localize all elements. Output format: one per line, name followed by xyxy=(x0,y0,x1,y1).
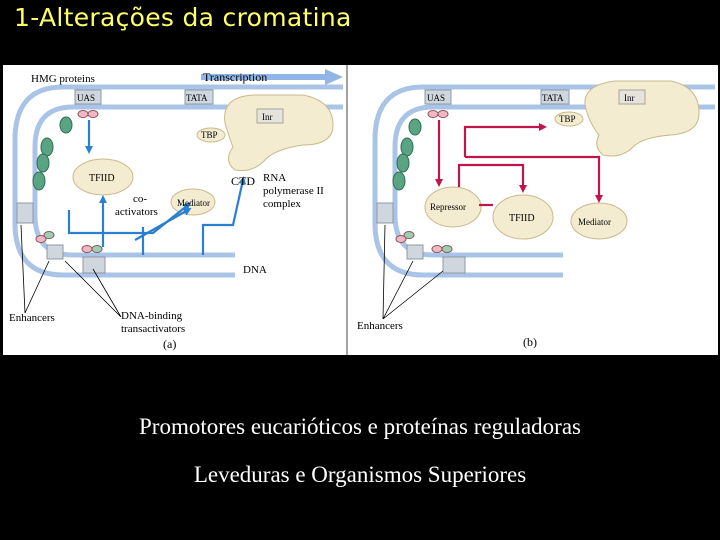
label-enhancers-b: Enhancers xyxy=(357,320,403,332)
mediator-blob-b xyxy=(570,202,628,240)
label-mediator-a: Mediator xyxy=(177,198,210,208)
rna-polymerase-blob-b xyxy=(584,80,700,157)
hmg-proteins-b xyxy=(392,118,422,191)
label-tbp-b: TBP xyxy=(559,114,576,124)
dna-strand-outer xyxy=(12,84,343,278)
label-tfiid-a: TFIID xyxy=(89,173,115,184)
inr-box xyxy=(256,108,284,124)
label-enhancers-a: Enhancers xyxy=(9,312,55,324)
uas-box xyxy=(74,89,102,105)
label-rna: RNA xyxy=(263,172,286,184)
repressor-blob xyxy=(424,186,482,228)
label-tbp-a: TBP xyxy=(201,130,218,140)
panel-b: UAS TATA Inr TBP Repressor TFIID Mediato… xyxy=(357,80,715,349)
enhancer-box-3 xyxy=(82,256,106,274)
tata-box xyxy=(184,89,214,105)
repression-arrows xyxy=(435,120,603,207)
transactivator-pairs-b xyxy=(395,110,453,253)
dna-strand-outer-b xyxy=(372,84,715,278)
enhancer-box-b3 xyxy=(442,256,466,274)
label-transactivators: transactivators xyxy=(121,323,185,335)
slide-title: 1-Alterações da cromatina xyxy=(14,3,352,32)
label-activators: activators xyxy=(115,206,158,218)
label-tata-a: TATA xyxy=(186,93,208,103)
activation-arrows xyxy=(67,120,247,255)
label-hmg-proteins: HMG proteins xyxy=(31,73,95,85)
label-uas-a: UAS xyxy=(77,93,95,103)
label-ctd: CTD xyxy=(231,174,255,188)
label-polymerase: polymerase II xyxy=(263,185,324,197)
transcription-arrow xyxy=(201,69,343,85)
inr-box-b xyxy=(618,89,646,105)
label-inr-a: Inr xyxy=(262,112,273,122)
label-repressor: Repressor xyxy=(430,202,466,212)
tbp-blob-b xyxy=(554,111,584,127)
promoter-diagram-figure: HMG proteins Transcription UAS TATA Inr … xyxy=(3,65,718,355)
uas-box-b xyxy=(424,89,452,105)
enhancer-box-b2 xyxy=(406,244,424,260)
enhancer-box-1 xyxy=(16,202,34,224)
label-tata-b: TATA xyxy=(542,93,564,103)
rna-polymerase-blob xyxy=(224,94,334,171)
label-transcription: Transcription xyxy=(203,70,267,84)
label-mediator-b: Mediator xyxy=(578,217,611,227)
caption-line-2: Leveduras e Organismos Superiores xyxy=(193,462,527,487)
label-panel-a: (a) xyxy=(163,337,176,351)
tbp-blob xyxy=(196,127,226,143)
label-uas-b: UAS xyxy=(427,93,445,103)
transactivator-pairs xyxy=(35,110,103,253)
label-dna-binding: DNA-binding xyxy=(121,310,183,322)
enhancer-box-b1 xyxy=(376,202,394,224)
caption-line-1: Promotores eucarióticos e proteínas regu… xyxy=(139,414,581,439)
label-inr-b: Inr xyxy=(624,93,635,103)
tfiid-blob-b xyxy=(492,194,554,240)
label-tfiid-b: TFIID xyxy=(509,213,535,224)
label-co: co- xyxy=(133,193,147,205)
label-complex: complex xyxy=(263,198,301,210)
label-dna: DNA xyxy=(243,264,267,276)
enhancer-box-2 xyxy=(46,244,64,260)
hmg-proteins xyxy=(32,116,73,191)
label-panel-b: (b) xyxy=(523,335,537,349)
tata-box-b xyxy=(540,89,570,105)
panel-a: HMG proteins Transcription UAS TATA Inr … xyxy=(9,69,343,351)
